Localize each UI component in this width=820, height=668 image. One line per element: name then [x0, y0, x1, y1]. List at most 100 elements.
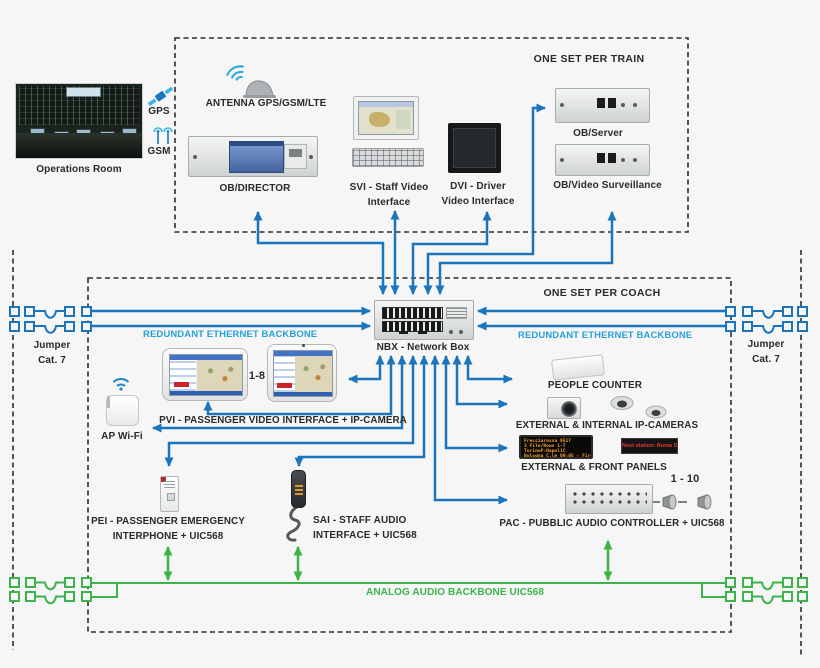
nbx-knob: [449, 330, 453, 334]
sai-label: SAI - STAFF AUDIO INTERFACE + UIC568: [313, 513, 453, 543]
link-nbx-cameras: [452, 355, 508, 409]
dvi-label-line1: DVI - Driver: [450, 181, 506, 192]
video-wall-screen: [66, 86, 102, 98]
dvi-screen: [453, 128, 496, 168]
pei-label: PEI - PASSENGER EMERGENCY INTERPHONE + U…: [82, 514, 254, 544]
ethernet-jumpers: [9, 306, 808, 334]
pei-label-line1: PEI - PASSENGER EMERGENCY: [91, 516, 245, 527]
people-counter-label: PEOPLE COUNTER: [547, 380, 643, 391]
dome-camera-2-icon: [645, 405, 667, 419]
ap-wifi-device: [106, 395, 139, 426]
nbx-label: NBX - Network Box: [376, 342, 470, 353]
svi-map-blob: [368, 111, 391, 127]
pvi-label: PVI - PASSENGER VIDEO INTERFACE + IP-CAM…: [159, 415, 407, 426]
tablet-header: [273, 351, 333, 357]
audio-backbone-merge-right: [701, 583, 726, 598]
jumper-right-line1: Jumper: [747, 339, 785, 350]
nbx-device: [374, 300, 474, 340]
director-module: [284, 144, 307, 169]
led-line: Frecciarossa 9517: [524, 439, 572, 444]
analog-audio-backbone-label: ANALOG AUDIO BACKBONE UIC568: [366, 587, 544, 598]
led-panel-red: Next station: Roma Delay: [621, 438, 678, 454]
tablet-screen: [272, 350, 334, 397]
speaker-icons: [652, 494, 712, 510]
module-slot: [289, 149, 302, 157]
nbx-module: [445, 307, 468, 319]
link-obvideo-nbx: [435, 211, 617, 295]
jumper-right-line2: Cat. 7: [752, 354, 780, 365]
dvi-label: DVI - Driver Video Interface: [420, 179, 536, 209]
server-knob: [621, 103, 625, 107]
pei-panel: [167, 493, 175, 501]
server-knob: [633, 103, 637, 107]
speaker-1-icon: [662, 494, 677, 510]
pei-label-line2: INTERPHONE + UIC568: [112, 531, 224, 542]
led-line: TorinoP-NapoliC: [524, 449, 566, 454]
handset-cord: [286, 504, 301, 542]
ob-video-surveillance-label: OB/Video Surveillance: [553, 180, 662, 191]
operations-room-photo: [15, 83, 143, 159]
screw: [560, 103, 564, 107]
link-nbx-pvi2: [348, 355, 385, 384]
sai-device: [291, 470, 306, 508]
ob-director-label: OB/DIRECTOR: [219, 183, 291, 194]
ethernet-backbone-right-label: REDUNDANT ETHERNET BACKBONE: [518, 330, 693, 341]
train-frame-label: ONE SET PER TRAIN: [533, 53, 645, 65]
pvi-tablet-1: [162, 348, 248, 401]
screen-titlebar: [229, 141, 284, 146]
pac-device: [565, 484, 653, 514]
ap-led: [107, 396, 110, 399]
gsm-label: GSM: [147, 146, 171, 157]
led-line: 3 File/Rows 1-7: [524, 444, 566, 449]
screw: [309, 155, 313, 159]
ob-video-surveillance-device: [555, 144, 650, 176]
link-obdirector-nbx: [253, 211, 388, 295]
dvi-label-line2: Video Interface: [441, 196, 515, 207]
ob-director-device: [188, 136, 318, 177]
pvi-tablet-2: [267, 344, 337, 402]
link-nbx-sai: [294, 355, 429, 467]
jumper-left-line1: Jumper: [33, 340, 71, 351]
pac-label: PAC - PUBBLIC AUDIO CONTROLLER + UIC568: [499, 518, 725, 529]
server-port: [608, 152, 617, 163]
speaker-2-icon: [697, 494, 712, 510]
gsm-icon: [153, 127, 173, 144]
ob-server-label: OB/Server: [573, 128, 623, 139]
pei-device: [160, 476, 179, 512]
screw: [560, 158, 564, 162]
gps-label: GPS: [148, 106, 170, 117]
ethernet-jumper-left: [9, 306, 92, 334]
svi-map-area: [395, 109, 410, 129]
pei-grille: [164, 481, 175, 488]
tablet-map: [196, 359, 243, 392]
dome-camera-icons: [610, 396, 667, 419]
antenna-icon: [226, 65, 276, 98]
ip-cameras-label: EXTERNAL & INTERNAL IP-CAMERAS: [515, 420, 699, 431]
audio-jumper-right: [725, 577, 808, 605]
camera-lens: [561, 401, 577, 417]
svi-screen-toolbar: [359, 102, 413, 107]
ob-server-device: [555, 88, 650, 123]
coach-set-frame: [87, 277, 732, 633]
wifi-icon: [112, 378, 130, 391]
tablet-map: [295, 356, 333, 392]
tablet-screen: [168, 353, 244, 397]
nbx-port-row-1: [381, 307, 443, 319]
box-camera-icon: [547, 397, 581, 419]
front-panels-label: EXTERNAL & FRONT PANELS: [521, 462, 667, 473]
led-line: Bologna C.le 09:05 - Firenze 5mn: [524, 454, 593, 459]
svi-device: [353, 96, 419, 140]
ethernet-jumper-right: [725, 306, 808, 334]
pvi-count-label: 1-8: [248, 370, 266, 382]
audio-backbone-merge-left: [91, 583, 118, 598]
tablet-footer: [169, 391, 243, 396]
svi-label-line2: Interface: [367, 197, 411, 208]
ap-led: [107, 405, 110, 408]
link-nbx-peoplecounter: [463, 355, 513, 384]
svi-label: SVI - Staff Video Interface: [333, 180, 445, 210]
tablet-station-chip: [277, 382, 293, 388]
server-port: [608, 98, 617, 109]
tablet-header: [169, 354, 243, 360]
